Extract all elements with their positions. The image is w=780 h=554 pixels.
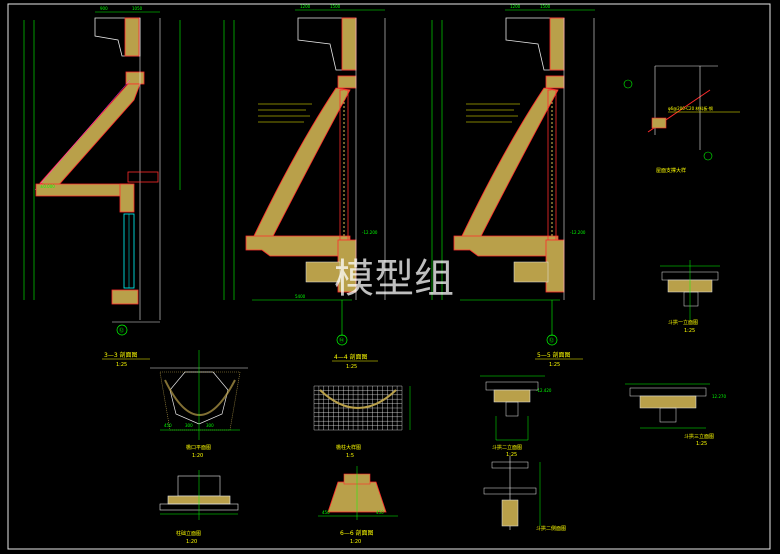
- svg-text:1200: 1200: [300, 4, 311, 9]
- title-section-6-6: 6—6 剖面图: [340, 529, 374, 537]
- grid-bubble-3-3: ⑫: [119, 327, 124, 334]
- scale-column-detail: 1:5: [346, 453, 354, 459]
- column-detail-grid: [313, 385, 411, 431]
- grid-bubble-5-5: ⑫: [549, 337, 554, 344]
- svg-text:-12.200: -12.200: [362, 230, 378, 235]
- scale-bracket-2-elev: 1:25: [506, 452, 517, 458]
- title-eave-plan: 檐口平面图: [186, 444, 211, 451]
- svg-text:-12.200: -12.200: [570, 230, 586, 235]
- svg-text:450: 450: [322, 510, 330, 515]
- svg-text:450: 450: [164, 423, 172, 428]
- section-4-4: 1200 1500 5400 ⑭ -12.200: [223, 4, 386, 346]
- title-section-3-3: 3—3 剖面图: [104, 351, 138, 359]
- section-6-6: 450 450: [318, 466, 398, 520]
- svg-text:1050: 1050: [132, 6, 143, 11]
- title-roof-support: 屋面支撑大样: [656, 167, 686, 174]
- title-column-base: 柱础立面图: [176, 530, 201, 537]
- svg-text:900: 900: [100, 6, 108, 11]
- scale-bracket-1-elev: 1:25: [684, 328, 695, 334]
- scale-column-base: 1:20: [186, 539, 197, 545]
- bracket-3-elevation: 12.270: [625, 383, 726, 429]
- svg-text:1500: 1500: [330, 4, 341, 9]
- drawing-border: [7, 3, 771, 550]
- title-labels: 3—3 剖面图 1:25 4—4 剖面图 1:25 5—5 剖面图 1:25 檐…: [102, 167, 714, 545]
- scale-section-4-4: 1:25: [346, 364, 357, 370]
- scale-eave-plan: 1:20: [192, 453, 203, 459]
- section-5-5: 1200 1500 ⑫ -12.200: [431, 4, 595, 346]
- title-section-4-4: 4—4 剖面图: [334, 353, 368, 361]
- svg-text:300: 300: [185, 423, 193, 428]
- callout-note: φ6@200-C20 材料板-钢: [668, 105, 713, 111]
- bracket-2-side: [483, 456, 541, 530]
- title-bracket-1-elev: 斗拱一立面图: [668, 319, 698, 326]
- column-base-elevation: [159, 470, 239, 520]
- scale-section-3-3: 1:25: [116, 362, 127, 368]
- title-section-5-5: 5—5 剖面图: [537, 351, 571, 359]
- watermark-text: 模型组: [334, 256, 454, 302]
- svg-text:-12.420: -12.420: [536, 388, 552, 393]
- svg-text:12.270: 12.270: [712, 394, 726, 399]
- svg-text:300: 300: [206, 423, 214, 428]
- title-column-detail: 檐柱大样图: [336, 444, 361, 451]
- scale-section-5-5: 1:25: [549, 362, 560, 368]
- svg-text:±0.000: ±0.000: [40, 184, 55, 189]
- grid-bubble-4-4: ⑭: [339, 337, 344, 344]
- section-3-3: 900 1050 ⑫ ±0.000: [23, 6, 181, 336]
- scale-section-6-6: 1:20: [350, 539, 361, 545]
- svg-text:450: 450: [376, 510, 384, 515]
- scale-bracket-3-elev: 1:25: [696, 441, 707, 447]
- bracket-1-elevation: [660, 260, 720, 320]
- title-bracket-2-elev: 斗拱二立面图: [492, 444, 522, 451]
- title-bracket-3-elev: 斗拱三立面图: [684, 433, 714, 440]
- roof-support-detail: φ6@200-C20 材料板-钢: [623, 65, 740, 161]
- svg-text:1200: 1200: [510, 4, 521, 9]
- eave-plan: 450 300 300: [150, 350, 248, 440]
- svg-text:1500: 1500: [540, 4, 551, 9]
- bracket-2-elevation: -12.420: [480, 375, 552, 441]
- svg-text:5400: 5400: [295, 294, 306, 299]
- title-bracket-2-side: 斗拱二侧面图: [536, 525, 566, 532]
